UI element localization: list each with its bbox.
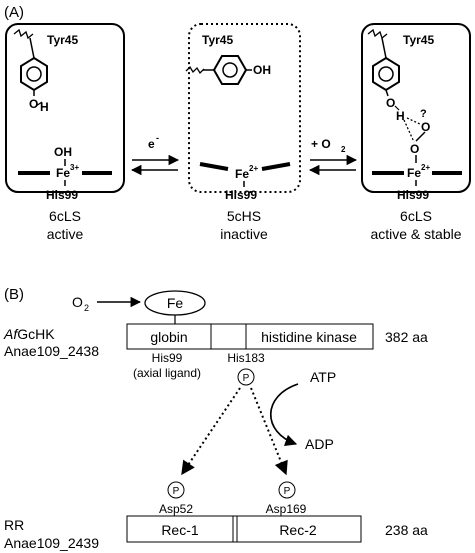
phospho-circle: [237, 368, 255, 386]
o2-sub: 2: [84, 303, 89, 313]
state-5chs-inactive: Tyr45 OH Fe 2+ His99 5cHS inactive: [185, 23, 301, 242]
heme-plane: [261, 162, 291, 171]
iron-atom: Fe: [407, 166, 421, 180]
state-caption-line2: inactive: [220, 226, 268, 242]
oxygen-add-sub: 2: [341, 145, 346, 154]
phospho-p: P: [243, 373, 250, 384]
hydroxyl-group: OH: [253, 63, 271, 77]
iron-charge: 3+: [70, 163, 79, 172]
iron-atom: Fe: [235, 167, 249, 181]
phosphotransfer-arrow-asp169: [250, 387, 288, 476]
his99-residue: His99: [152, 351, 183, 365]
phospho-p: P: [284, 486, 291, 497]
state-caption-line2: active & stable: [370, 226, 461, 242]
iron-charge: 2+: [421, 163, 430, 172]
iron-charge: 2+: [249, 164, 258, 173]
asp52-residue: Asp52: [159, 502, 193, 516]
state-caption-line1: 6cLS: [49, 208, 81, 224]
phenol-ring: [212, 55, 248, 85]
hydrogen-atom: H: [40, 100, 49, 114]
heme-plane: [199, 162, 229, 171]
his99-label: His99: [46, 188, 78, 202]
distal-oxygen: O: [421, 120, 430, 134]
his99-label: His99: [225, 188, 257, 202]
phosphotransfer-arrow-asp52: [181, 387, 241, 476]
state-caption-line2: active: [47, 226, 84, 242]
protein2-length: 238 aa: [385, 522, 428, 538]
protein1-outline: [126, 323, 374, 350]
oxygen-binding-equilibrium: + O 2: [308, 137, 358, 176]
phenol-ring: [372, 56, 400, 92]
phospho-circle: [278, 481, 296, 499]
hydroxide-ligand: OH: [54, 145, 72, 159]
oxygen-atom: O: [29, 97, 38, 111]
panel-a-label: (A): [4, 4, 24, 21]
atp-adp-arrow: [270, 383, 299, 447]
iron-atom: Fe: [56, 166, 70, 180]
panel-b-label: (B): [4, 286, 24, 303]
his183-residue: His183: [227, 351, 265, 365]
atp-label: ATP: [310, 369, 336, 385]
state-6cls-active: Tyr45 O H OH Fe 3+ His99 6cLS active: [5, 23, 125, 242]
state-caption-line1: 6cLS: [400, 208, 432, 224]
rec2-domain: Rec-2: [279, 522, 317, 538]
protein2-outline: [126, 515, 362, 543]
protein1-length: 382 aa: [385, 329, 428, 345]
hydrogen-bond: [406, 117, 421, 125]
state-box-dotted: [188, 23, 301, 193]
protein1-domain-bar: globin histidine kinase: [126, 323, 374, 350]
histidine-kinase-domain: histidine kinase: [261, 329, 357, 345]
protein2-name: RR: [4, 517, 24, 533]
hydrogen-atom: H: [396, 109, 405, 123]
question-mark: ?: [420, 108, 427, 120]
proximal-oxygen: O: [410, 142, 419, 156]
phospho-circle: [167, 481, 185, 499]
protein1-locus: Anae109_2438: [4, 343, 99, 359]
backbone-squiggle: [13, 28, 34, 40]
oxygen-atom: O: [386, 96, 395, 110]
hydrogen-bond: [403, 119, 415, 143]
backbone-squiggle: [367, 28, 388, 40]
backbone-squiggle: [185, 65, 205, 75]
electron-label: e: [148, 137, 155, 151]
heme-iron-label: Fe: [167, 295, 184, 311]
asp169-residue: Asp169: [266, 502, 307, 516]
oxygen-add-label: + O: [311, 137, 331, 151]
phenol-ring: [20, 56, 48, 92]
rec1-domain: Rec-1: [161, 522, 199, 538]
globin-domain: globin: [150, 329, 187, 345]
state-6cls-active-stable: Tyr45 O H ? O O Fe 2+ His99 6cLS active …: [361, 23, 471, 242]
phospho-p: P: [173, 486, 180, 497]
his99-label: His99: [397, 188, 429, 202]
state-box: [361, 23, 471, 193]
axial-ligand-note: (axial ligand): [133, 366, 201, 380]
reduction-equilibrium: e -: [130, 133, 180, 176]
electron-sup: -: [156, 133, 159, 143]
adp-label: ADP: [305, 436, 334, 452]
tyr45-label: Tyr45: [47, 33, 78, 47]
protein2-locus: Anae109_2439: [4, 535, 99, 551]
tyr45-label: Tyr45: [202, 33, 233, 47]
tyr45-label: Tyr45: [403, 33, 434, 47]
state-caption-line1: 5cHS: [227, 208, 261, 224]
o2-label: O: [72, 294, 83, 310]
protein1-name: AfGcHK: [3, 326, 55, 342]
state-box: [5, 23, 125, 193]
protein2-domain-bar: Rec-1 Rec-2: [126, 515, 362, 543]
